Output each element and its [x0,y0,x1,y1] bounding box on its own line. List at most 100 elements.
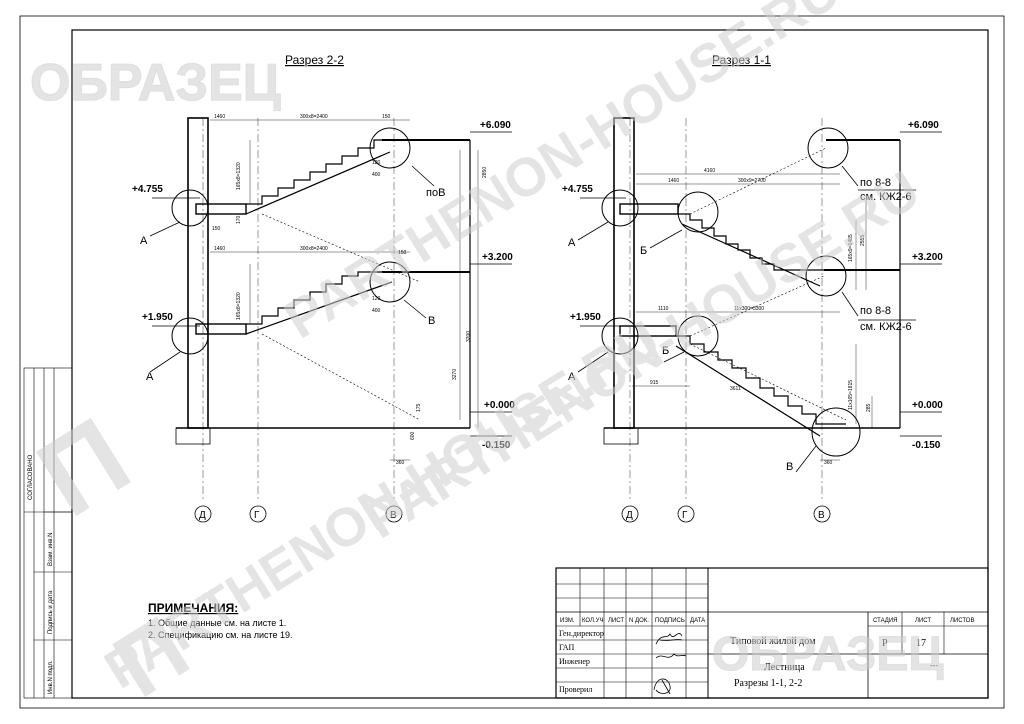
level-0150: -0.150 [482,440,511,451]
section-1-1-title: Разрез 1-1 [712,53,771,67]
level-3200: +3.200 [482,252,513,263]
dim: 165x8=1320 [236,162,242,190]
section-1-1-labels: +6.090 +4.755 +3.200 +1.950 +0.000 -0.15… [562,120,943,521]
sheets-value: --- [930,661,938,670]
stage-value: Р [882,638,888,649]
dim: 3611 [730,386,741,392]
dim: 165x8=1320 [236,292,242,320]
dim: 400 [372,172,381,178]
role-director: Ген.директор [559,629,604,638]
drawing-subname: Разрезы 1-1, 2-2 [734,678,802,689]
watermark-sample-bottom: ОБРАЗЕЦ [712,628,943,681]
dim: 150 [398,250,407,256]
watermark-layer: ОБРАЗЕЦ ОБРАЗЕЦ PARTHENON-HOUSE.RU PARTH… [18,0,945,717]
callout-a-lower: А [146,371,154,383]
note-2: 2. Спецификацию см. на листе 19. [148,630,293,640]
notes-block: ПРИМЕЧАНИЯ: 1. Общие данные см. на листе… [148,601,293,640]
level-4755: +4.755 [132,184,163,195]
section-2-2: Разрез 2-2 [149,53,512,523]
dim: 300x8=2400 [300,114,328,120]
role-gap: ГАП [559,643,575,652]
dim: 300x8=2400 [300,246,328,252]
inner-frame [71,29,989,699]
note-ref-3: по 8-8 [860,305,891,317]
sidebar-agreed: СОГЛАСОВАНО [28,454,34,500]
sheet-value: 17 [916,638,926,649]
callout-b-upper: Б [640,245,647,257]
drawing-name: Лестница [764,662,805,673]
note-ref-1: по 8-8 [860,177,891,189]
watermark-sample-top: ОБРАЗЕЦ [30,54,281,112]
axis-v: В [818,510,825,521]
title-block-text: ИЗМ. КОЛ.УЧ ЛИСТ N ДОК. ПОДПИСЬ ДАТА Ген… [559,618,974,695]
dim: 2555 [860,235,866,246]
sidebar-sign: Подпись и дата [48,590,54,634]
dim: 150 [212,226,221,232]
col-kolu: КОЛ.УЧ [582,618,603,624]
dim: 120 [372,160,381,166]
role-checked: Проверил [559,685,592,694]
dim: 300x9=2700 [738,178,766,184]
col-data: ДАТА [690,618,705,624]
dim: 170 [236,215,242,224]
section-2-2-title: Разрез 2-2 [285,53,344,67]
callout-a-upper: А [568,237,576,249]
note-ref-4: см. КЖ2-6 [860,321,912,333]
watermark-site-3: PARTHENON-HOUSE.RU [95,310,670,701]
callout-a-lower: А [568,371,576,383]
role-engineer: Инженер [559,657,590,666]
callout-a-upper: А [140,235,148,247]
dim: 2850 [482,167,488,178]
level-6090: +6.090 [480,120,511,131]
axis-g: Г [682,510,688,521]
callout-v: В [786,461,793,473]
dim: 4160 [704,168,715,174]
sidebar-orig: Инв.N подл. [48,660,54,694]
dim: 3270 [452,369,458,380]
dim: 175 [416,403,422,412]
axis-v: В [390,510,397,521]
title-block [555,567,989,699]
level-0000: +0.000 [484,400,515,411]
callout-v: В [428,315,435,327]
dim: 150 [382,114,391,120]
dim: 1460 [668,178,679,184]
dim: 1460 [214,114,225,120]
col-izm: ИЗМ. [560,618,575,624]
signature-gap [655,653,687,659]
axis-d: Д [199,510,206,521]
dim: 1460 [214,246,225,252]
dim: 11x300=3300 [734,306,764,312]
sidebar-inv: Взам. инв.N [48,533,54,566]
col-podpis: ПОДПИСЬ [655,618,685,624]
dim: 165x9=1485 [848,234,854,262]
signature-director [655,633,683,645]
signature-checked [653,678,671,695]
section-1-1: Разрез 1-1 [577,53,942,523]
dim: 3200 [466,331,472,342]
dim: 600 [410,431,416,440]
dim: 11x165=1815 [848,380,854,410]
left-sidebar [23,367,73,699]
left-sidebar-labels: СОГЛАСОВАНО Взам. инв.N Подпись и дата И… [28,454,54,694]
dim: 120 [372,296,381,302]
note-ref-2: см. КЖ2-6 [860,191,912,203]
section-2-2-labels: +6.090 +4.755 +3.200 +1.950 +0.000 -0.15… [132,114,515,521]
dim: 360 [396,460,405,466]
notes-heading: ПРИМЕЧАНИЯ: [148,601,238,615]
note-1: 1. Общие данные см. на листе 1. [148,618,286,628]
level-3200: +3.200 [912,252,943,263]
dim: 285 [866,403,872,412]
outer-border [19,15,1005,709]
level-4755: +4.755 [562,184,593,195]
dim: 1110 [658,306,669,312]
level-1950: +1.950 [142,312,173,323]
dim: 360 [824,460,833,466]
dim: 915 [650,380,659,386]
col-ndok: N ДОК. [629,618,649,624]
axis-d: Д [626,510,633,521]
stage-label: СТАДИЯ [873,618,898,624]
level-1950: +1.950 [570,312,601,323]
sheets-label: ЛИСТОВ [950,618,974,624]
